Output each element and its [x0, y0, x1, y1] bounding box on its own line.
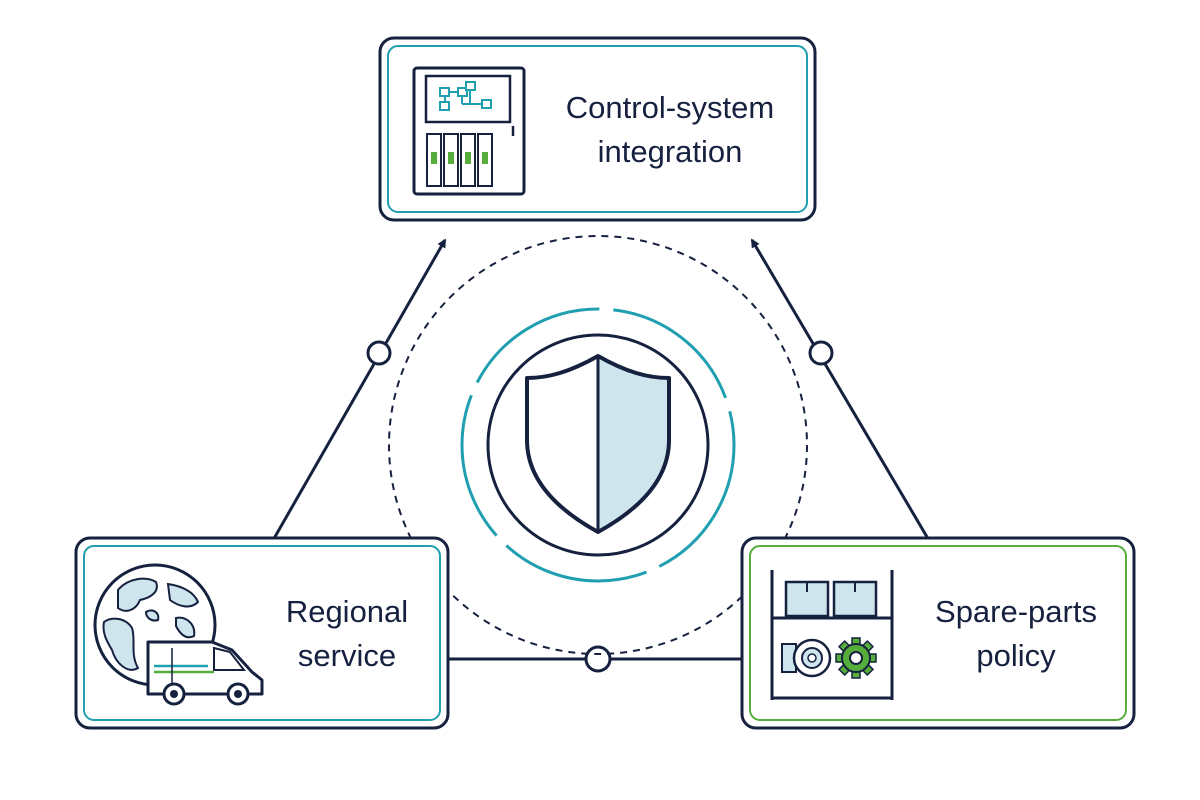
- connector-regional-to-control: [270, 238, 447, 543]
- connector-node-bottom: [584, 645, 612, 673]
- connector-node-right: [808, 340, 834, 366]
- teal-dashed-ring: [460, 307, 736, 583]
- control-cabinet-icon: [412, 66, 526, 196]
- van-icon: [146, 640, 264, 706]
- regional-service-box: [74, 536, 450, 730]
- control-system-label: Control-system integration: [548, 86, 792, 174]
- globe-van-icon: [93, 563, 264, 706]
- center-emblem: [388, 235, 808, 655]
- gear-icon: [835, 637, 877, 679]
- box-icon: [784, 580, 830, 618]
- spare-parts-box: [740, 536, 1136, 730]
- box-icon: [832, 580, 878, 618]
- parts-shelf-icon: [770, 570, 894, 700]
- regional-service-label: Regional service: [266, 590, 428, 678]
- control-system-box: [378, 36, 817, 222]
- control-system-label-line2: integration: [597, 134, 743, 169]
- spare-parts-label-line2: policy: [976, 638, 1056, 673]
- connector-node-left: [366, 340, 392, 366]
- spare-parts-label: Spare-parts policy: [918, 590, 1114, 678]
- spare-parts-label-line1: Spare-parts: [935, 594, 1097, 629]
- connectors: [270, 238, 932, 673]
- outer-dashed-ring: [388, 235, 808, 655]
- regional-service-label-line2: service: [297, 638, 397, 673]
- connector-spare-to-control: [750, 238, 932, 543]
- motor-icon: [781, 638, 832, 678]
- regional-service-label-line1: Regional: [285, 594, 409, 629]
- control-system-label-line1: Control-system: [565, 90, 775, 125]
